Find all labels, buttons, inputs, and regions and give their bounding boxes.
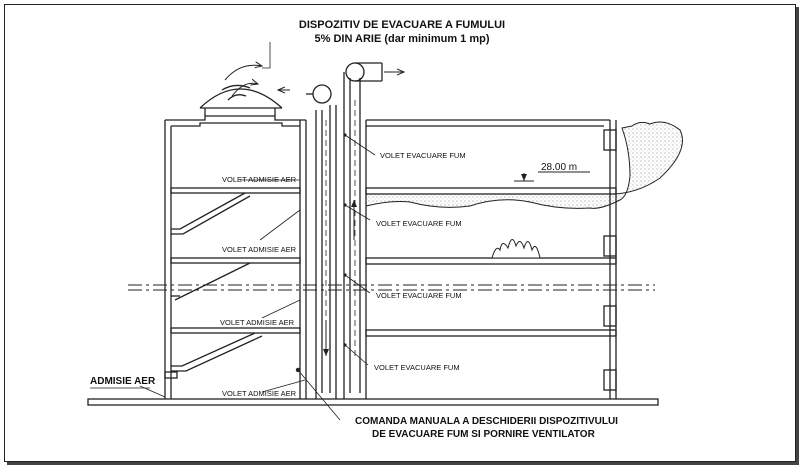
smoke-flap-label-2: VOLET EVACUARE FUM: [376, 219, 462, 228]
stair-block: [164, 115, 307, 399]
admisie-label: ADMISIE AER: [90, 376, 156, 387]
air-flap-label-1: VOLET ADMISIE AER: [222, 175, 297, 184]
smoke-flap-label-1: VOLET EVACUARE FUM: [380, 151, 466, 160]
smoke-shafts: [306, 62, 383, 399]
ground-slab: [87, 398, 659, 406]
roof-dome-device: [199, 65, 283, 116]
air-flap-label-2: VOLET ADMISIE AER: [222, 245, 297, 254]
fire-icon: [491, 239, 541, 259]
flap-dot-1: [343, 133, 347, 137]
leader-lines: [139, 42, 376, 421]
air-flap-label-3: VOLET ADMISIE AER: [220, 318, 295, 327]
bottom-line-1: COMANDA MANUALA A DESCHIDERII DISPOZITIV…: [355, 416, 618, 427]
drawing-frame: [4, 4, 796, 462]
dimension-text: 28.00 m: [541, 162, 577, 173]
right-building: [365, 119, 617, 399]
manual-control-point: [295, 367, 301, 373]
bottom-line-2: DE EVACUARE FUM SI PORNIRE VENTILATOR: [372, 429, 596, 440]
title-line-2: 5% DIN ARIE (dar minimum 1 mp): [314, 33, 489, 45]
flap-dot-4: [343, 343, 347, 347]
flap-dot-3: [343, 273, 347, 277]
smoke-layer: [365, 121, 683, 209]
smoke-flap-label-3: VOLET EVACUARE FUM: [376, 291, 462, 300]
flap-dot-2: [343, 203, 347, 207]
dimension-marker: [514, 171, 590, 182]
air-flap-label-4: VOLET ADMISIE AER: [222, 389, 297, 398]
title-line-1: DISPOZITIV DE EVACUARE A FUMULUI: [299, 19, 505, 31]
smoke-flap-label-4: VOLET EVACUARE FUM: [374, 363, 460, 372]
